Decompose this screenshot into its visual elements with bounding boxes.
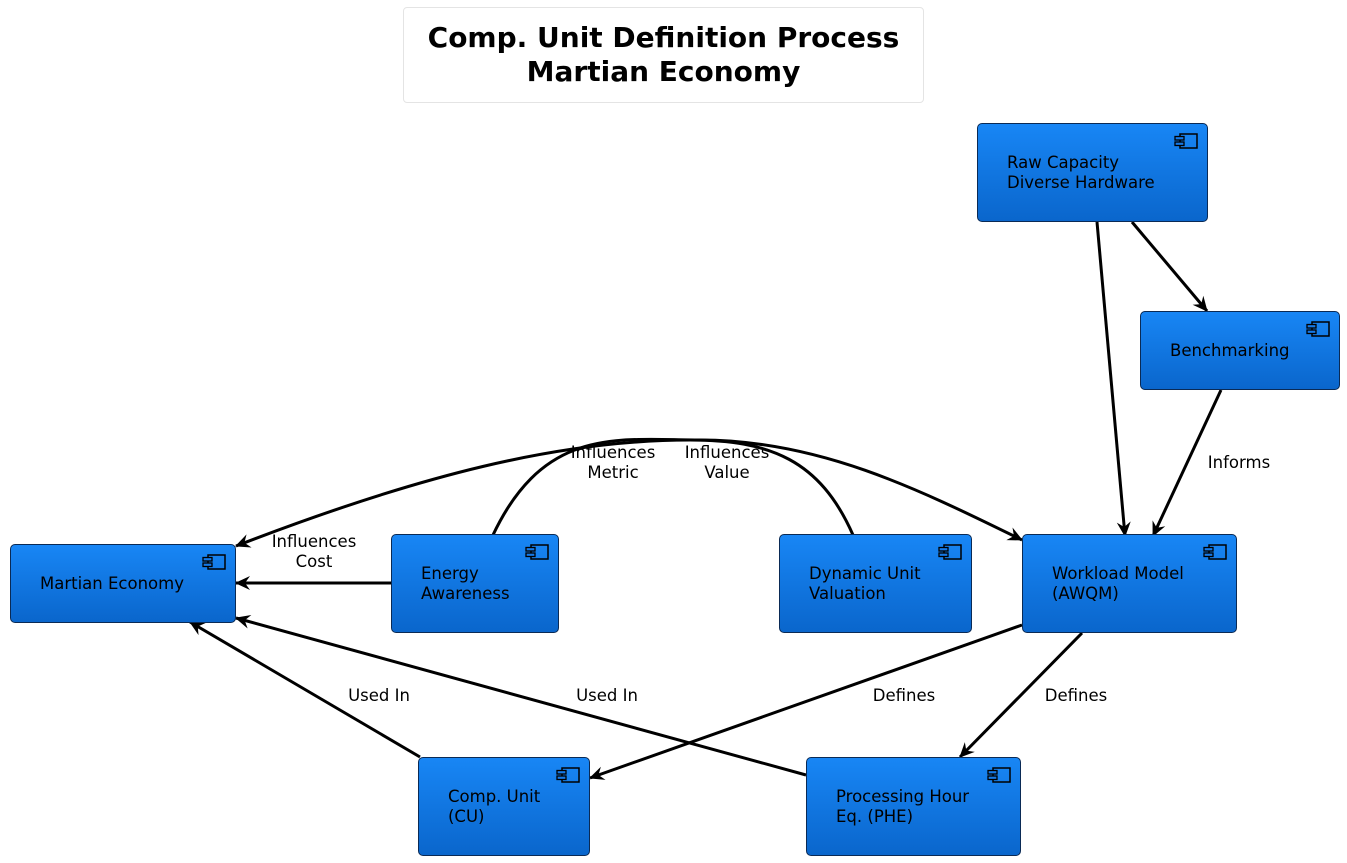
edge-raw-to-benchmarking bbox=[1130, 221, 1209, 312]
node-label-line: Energy bbox=[421, 563, 479, 583]
edge-label-line: Influences bbox=[570, 443, 656, 462]
node-label-line: Benchmarking bbox=[1170, 340, 1290, 360]
node-label-line: (AWQM) bbox=[1052, 583, 1119, 603]
diagram-title: Comp. Unit Definition Process Martian Ec… bbox=[403, 7, 924, 103]
edge-label-line: Influences bbox=[271, 532, 357, 551]
node-comp-unit[interactable]: Comp. Unit (CU) bbox=[418, 757, 590, 856]
component-icon bbox=[1203, 544, 1227, 560]
edge-label-used-in-phe: Used In bbox=[576, 686, 638, 705]
node-raw-capacity[interactable]: Raw Capacity Diverse Hardware bbox=[977, 123, 1208, 222]
edge-label-influences-cost: Influences Cost bbox=[272, 532, 357, 572]
node-martian-economy[interactable]: Martian Economy bbox=[10, 544, 236, 623]
edge-dynamic-to-economy bbox=[235, 438, 855, 548]
component-icon bbox=[525, 544, 549, 560]
edge-label-line: Influences bbox=[684, 443, 770, 462]
node-workload-model[interactable]: Workload Model (AWQM) bbox=[1022, 534, 1237, 633]
component-icon bbox=[987, 767, 1011, 783]
edge-label-defines-phe: Defines bbox=[1044, 686, 1108, 705]
node-label-line: Comp. Unit bbox=[448, 786, 541, 806]
node-label-line: Dynamic Unit bbox=[809, 563, 921, 583]
component-icon bbox=[1174, 133, 1198, 149]
node-benchmarking[interactable]: Benchmarking bbox=[1140, 311, 1340, 390]
edge-cu-to-economy bbox=[189, 620, 421, 759]
edge-benchmarking-to-workload bbox=[1151, 389, 1223, 537]
node-label-line: Awareness bbox=[421, 583, 510, 603]
edge-label-line: Metric bbox=[587, 463, 639, 482]
node-energy-awareness[interactable]: Energy Awareness bbox=[391, 534, 559, 633]
edge-label-influences-metric: Influences Metric bbox=[571, 443, 656, 483]
edge-label-line: Value bbox=[704, 463, 750, 482]
component-icon bbox=[1306, 321, 1330, 337]
edge-label-informs: Informs bbox=[1207, 453, 1271, 472]
edge-workload-to-cu bbox=[589, 623, 1023, 780]
node-processing-hour[interactable]: Processing Hour Eq. (PHE) bbox=[806, 757, 1021, 856]
node-label-line: Diverse Hardware bbox=[1007, 172, 1155, 192]
edge-phe-to-economy bbox=[235, 614, 807, 777]
edge-workload-to-phe bbox=[958, 631, 1084, 759]
node-label-line: Valuation bbox=[809, 583, 886, 603]
node-label-line: Workload Model bbox=[1052, 563, 1184, 583]
node-label-line: Martian Economy bbox=[40, 573, 184, 593]
node-label-line: Raw Capacity bbox=[1007, 152, 1120, 172]
title-line-1: Comp. Unit Definition Process bbox=[427, 21, 900, 54]
component-icon bbox=[556, 767, 580, 783]
node-dynamic-unit-valuation[interactable]: Dynamic Unit Valuation bbox=[779, 534, 972, 633]
edge-label-line: Cost bbox=[295, 552, 333, 571]
edge-raw-to-workload bbox=[1095, 221, 1131, 537]
edge-label-defines-cu: Defines bbox=[872, 686, 936, 705]
component-icon bbox=[938, 544, 962, 560]
component-icon bbox=[202, 554, 226, 570]
node-label-line: Eq. (PHE) bbox=[836, 806, 914, 826]
node-label-line: (CU) bbox=[448, 806, 485, 826]
node-label-line: Processing Hour bbox=[836, 786, 970, 806]
edge-label-influences-value: Influences Value bbox=[685, 443, 770, 483]
edge-label-used-in-cu: Used In bbox=[348, 686, 410, 705]
title-line-2: Martian Economy bbox=[526, 55, 801, 88]
